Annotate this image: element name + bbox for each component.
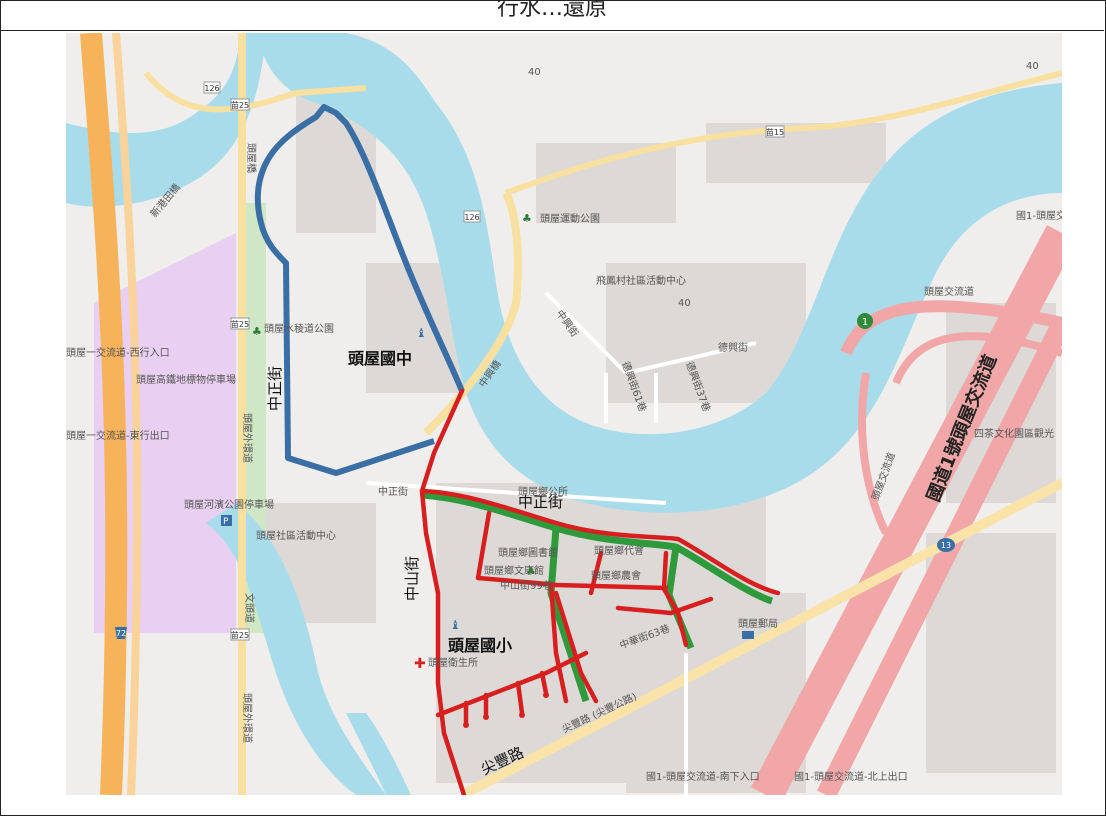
street-zhongshan-99: 中山街99巷 (500, 579, 553, 592)
freeway-shield-label: 1 (862, 317, 868, 328)
map-view[interactable]: 126 苗25 苗25 苗25 126 苗15 1 13 72 頭屋運動公園 飛… (66, 33, 1062, 795)
num-40-b: 40 (678, 298, 691, 309)
title-row: 行水…還原 (0, 0, 1104, 31)
map-canvas[interactable]: 126 苗25 苗25 苗25 126 苗15 1 13 72 頭屋運動公園 飛… (66, 33, 1062, 795)
touwu-interchange-top-label: 頭屋交流道 (924, 285, 974, 298)
poi-township-office: 頭屋鄉公所 (518, 485, 568, 498)
poi-interchange-in: 頭屋一交流道-西行入口 (66, 346, 170, 359)
route-126-a-label: 126 (204, 84, 219, 93)
purple-zone (94, 233, 236, 633)
school-icon-2: ♝ (450, 618, 461, 632)
poi-sport-park: 頭屋運動公園 (540, 212, 600, 225)
touwu-elementary-label: 頭屋國小 (448, 636, 512, 655)
red-route-dots (463, 692, 549, 728)
route-15-label: 苗15 (766, 128, 784, 137)
zhongzheng-jie-west-label: 中正街 (266, 366, 284, 411)
mail-icon (742, 631, 754, 639)
poi-farmer-assoc: 頭屋鄉農會 (591, 569, 641, 582)
parking-icon (221, 515, 232, 526)
svg-text:P: P (223, 517, 229, 527)
poi-health: 頭屋衛生所 (428, 656, 478, 669)
street-zhongzheng-small: 中正街 (378, 485, 408, 498)
route-25-c-label: 苗25 (231, 631, 249, 640)
poi-community-center: 飛鳳村社區活動中心 (596, 274, 686, 287)
map-markers: ♝ ♝ ✚ ♣ ♣ ♣ P (221, 212, 754, 672)
zhongshan-jie-label: 中山街 (403, 556, 421, 601)
street-dexing: 德興街 (718, 341, 748, 354)
touwu-middle-school-label: 頭屋國中 (348, 349, 412, 368)
poi-exit-south: 國1-頭屋交流道-南下入口 (646, 770, 760, 783)
route-shields: 126 苗25 苗25 苗25 126 苗15 1 13 72 (115, 81, 955, 641)
touwu-waihuan-south-label: 頭屋外環道 (241, 693, 254, 743)
park-tree-icon-3: ♣ (526, 565, 536, 578)
minor-streets (365, 291, 757, 795)
poi-library: 頭屋鄉圖書館 (498, 546, 558, 559)
poi-community-activity: 頭屋社區活動中心 (256, 529, 336, 542)
poi-culture: 頭屋鄉文康館 (484, 564, 544, 577)
route-13-shield-label: 13 (941, 541, 951, 550)
poi-touwu-park: 頭屋水稜道公園 (264, 322, 334, 335)
poi-post: 頭屋郵局 (738, 618, 778, 630)
river-west (66, 33, 266, 207)
route-13-shield-icon (937, 538, 955, 552)
poi-exit-north: 國1-頭屋交流道-北上出口 (794, 770, 908, 783)
poi-landmark-parking: 頭屋高鐵地標物停車場 (136, 373, 236, 386)
poi-township-rep: 頭屋鄉代會 (594, 544, 644, 557)
red-route (419, 388, 781, 795)
poi-labels: 頭屋運動公園 飛鳳村社區活動中心 頭屋水稜道公園 頭屋高鐵地標物停車場 頭屋一交… (66, 61, 1062, 783)
river-south (206, 503, 386, 795)
touwu-bridge-label: 頭屋橋 (245, 143, 258, 173)
poi-freeway-top: 國1-頭屋交 (1016, 209, 1062, 222)
park-tree-icon: ♣ (252, 325, 262, 338)
zhongzheng-jie-east-label: 中正街 (518, 493, 563, 511)
poi-riverside-parking: 頭屋河濱公園停車場 (184, 498, 274, 511)
route-25-b-label: 苗25 (231, 101, 249, 110)
freeway (750, 225, 1062, 795)
route-25-a-label: 苗25 (231, 320, 249, 329)
hospital-icon: ✚ (414, 656, 426, 672)
wenquan-dao-label: 文頭道 (243, 593, 256, 623)
route-126-b-label: 126 (464, 213, 479, 222)
num-40-a: 40 (528, 67, 541, 78)
blue-route (254, 104, 465, 476)
park-tree-icon-2: ♣ (522, 212, 532, 225)
west-highway (80, 33, 142, 795)
touwu-waihuan-label: 頭屋外環道 (241, 413, 254, 463)
page-title: 行水…還原 (496, 0, 607, 21)
poi-interchange-out: 頭屋一交流道-東行出口 (66, 429, 170, 442)
route-72-shield-label: 72 (116, 629, 126, 638)
route-72-shield-icon (115, 627, 127, 639)
poi-tea-culture: 四茶文化園區觀光 (974, 427, 1054, 440)
school-icon: ♝ (416, 326, 427, 340)
river-south-2 (346, 713, 411, 795)
num-40-c: 40 (1026, 61, 1039, 72)
freeway-shield-icon (857, 313, 873, 329)
